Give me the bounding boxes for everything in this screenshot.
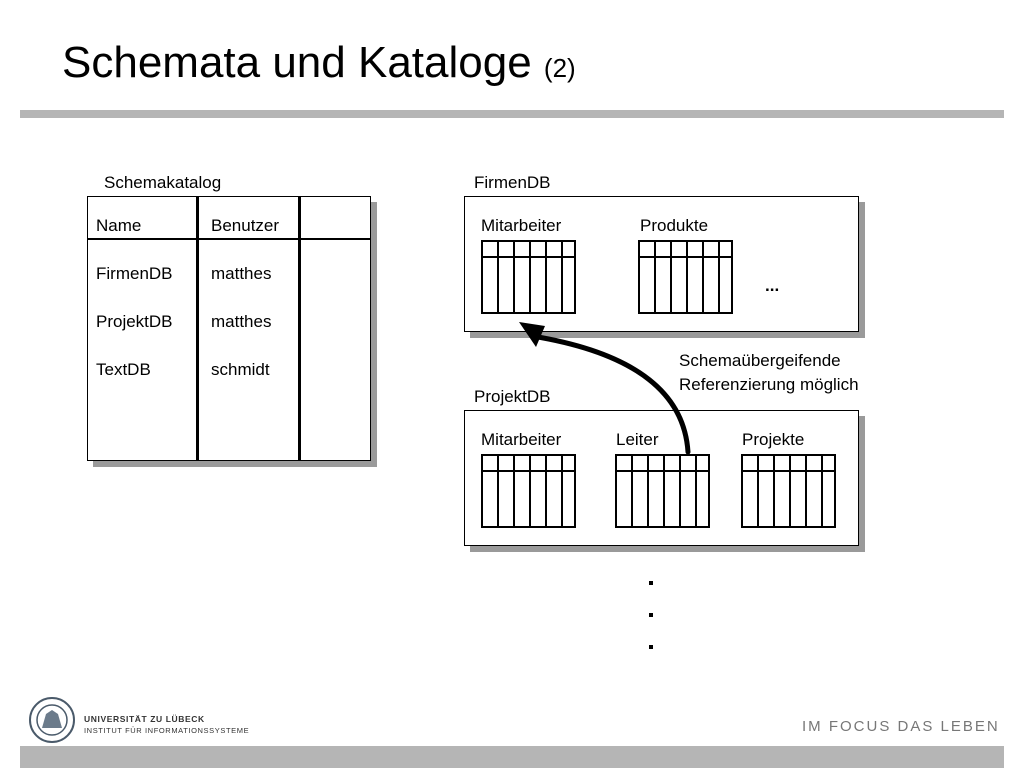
firmendb-label: FirmenDB [474,173,551,192]
catalog-label: Schemakatalog [104,173,222,192]
slide-title-text: Schemata und Kataloge [62,38,532,87]
catalog-cell: TextDB [96,360,151,379]
university-seal-icon [29,697,75,743]
slide-title: Schemata und Kataloge (2) [62,38,576,93]
reference-note-line1: Schemaübergeifende [679,351,841,370]
catalog-col-user: Benutzer [211,216,280,235]
catalog-cell: matthes [211,264,272,283]
university-name: UNIVERSITÄT ZU LÜBECK [84,714,205,724]
institute-name: INSTITUT FÜR INFORMATIONSSYSTEME [84,726,250,735]
catalog-cell: schmidt [211,360,270,379]
firmendb-produkte-table-icon [638,240,733,314]
table-name: Mitarbeiter [481,430,562,449]
catalog-column-divider [298,197,301,460]
table-name: Projekte [742,430,805,449]
table-name: Mitarbeiter [481,216,562,235]
projektdb-projekte-table-icon [741,454,836,528]
firmendb-mitarbeiter-table-icon [481,240,576,314]
catalog-header-divider [88,238,370,240]
projektdb-mitarbeiter-table-icon [481,454,576,528]
table-name: Produkte [640,216,709,235]
catalog-cell: FirmenDB [96,264,173,283]
projektdb-schema-box: Mitarbeiter Leiter Projekte [464,410,859,546]
more-tables-ellipsis: ... [765,276,780,295]
projektdb-leiter-table-icon [615,454,710,528]
continuation-dot [649,581,653,585]
firmendb-schema-box: Mitarbeiter Produkte ... [464,196,859,332]
continuation-dot [649,645,653,649]
catalog-cell: matthes [211,312,272,331]
reference-note-line2: Referenzierung möglich [679,375,859,394]
continuation-dot [649,613,653,617]
catalog-column-divider [196,197,199,460]
footer-bar [20,746,1004,768]
footer-motto: IM FOCUS DAS LEBEN [802,718,1000,735]
catalog-cell: ProjektDB [96,312,173,331]
slide-title-suffix: (2) [543,53,576,83]
title-divider [20,110,1004,118]
schema-catalog-table: Name Benutzer FirmenDB matthes ProjektDB… [87,196,371,461]
table-name: Leiter [616,430,659,449]
projektdb-label: ProjektDB [474,387,551,406]
catalog-col-name: Name [96,216,142,235]
